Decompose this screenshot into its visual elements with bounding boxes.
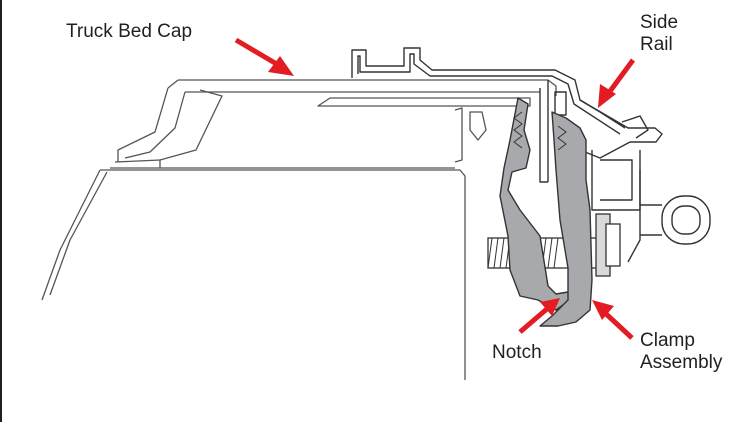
label-side-rail-line2: Rail [640,34,673,55]
arrow-clamp-assembly [592,300,634,340]
arrow-notch [518,298,560,334]
arrow-truck-bed-cap [234,37,294,76]
arrow-side-rail [598,58,636,108]
truck-bed-cap [41,79,557,380]
label-clamp-line2: Assembly [640,352,723,373]
label-side-rail-line1: Side [640,12,679,33]
arrows [234,37,636,340]
clearance-light [640,195,711,245]
side-rail [351,47,663,263]
label-truck-bed-cap: Truck Bed Cap [66,21,193,42]
label-clamp-line1: Clamp [640,330,695,351]
clamp-assembly [499,97,593,327]
label-clamp-assembly: Clamp Assembly [640,330,722,374]
label-side-rail: Side Rail [640,12,678,56]
clamp-teeth [513,111,567,151]
label-notch: Notch [492,342,542,363]
